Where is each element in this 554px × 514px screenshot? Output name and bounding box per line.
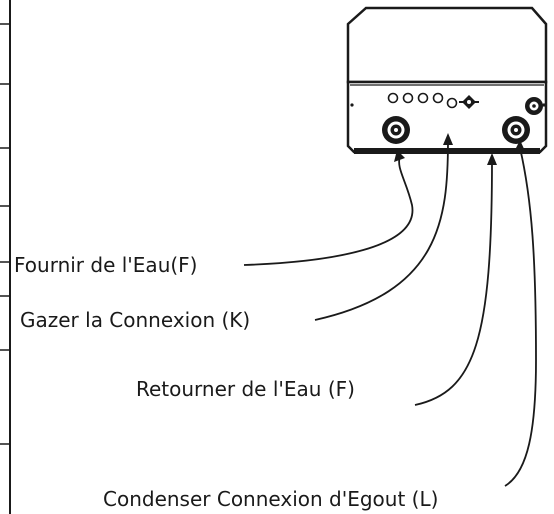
arrowhead-gas-connection (443, 133, 453, 145)
indicator-circle (387, 92, 399, 104)
leader-water-supply (243, 155, 414, 266)
arrowhead-condensate-drain (514, 140, 525, 152)
indicator-circle (402, 92, 414, 104)
water-return-fitting-icon (502, 116, 530, 144)
indicator-circle (446, 97, 458, 109)
leader-gas-connection (314, 139, 449, 321)
leader-lines (243, 139, 537, 487)
indicator-circle (432, 92, 444, 104)
indicator-circle (417, 92, 429, 104)
arrowheads (394, 133, 525, 165)
water-supply-fitting-icon (382, 116, 410, 144)
leader-condensate-drain (504, 147, 537, 487)
boiler-unit (346, 6, 548, 154)
boiler-top-casing (346, 6, 548, 84)
label-water-supply: Fournir de l'Eau(F) (14, 253, 197, 277)
leader-water-return (414, 159, 493, 406)
condensate-fitting-icon (525, 97, 543, 115)
gas-valve-icon (459, 95, 479, 109)
left-ruler (0, 0, 11, 514)
arrowhead-water-supply (394, 150, 405, 162)
label-gas-connection: Gazer la Connexion (K) (20, 308, 250, 332)
arrowhead-water-return (487, 153, 497, 165)
label-water-return: Retourner de l'Eau (F) (136, 377, 355, 401)
label-condensate-drain: Condenser Connexion d'Egout (L) (103, 487, 438, 511)
boiler-base-plate (354, 148, 540, 154)
